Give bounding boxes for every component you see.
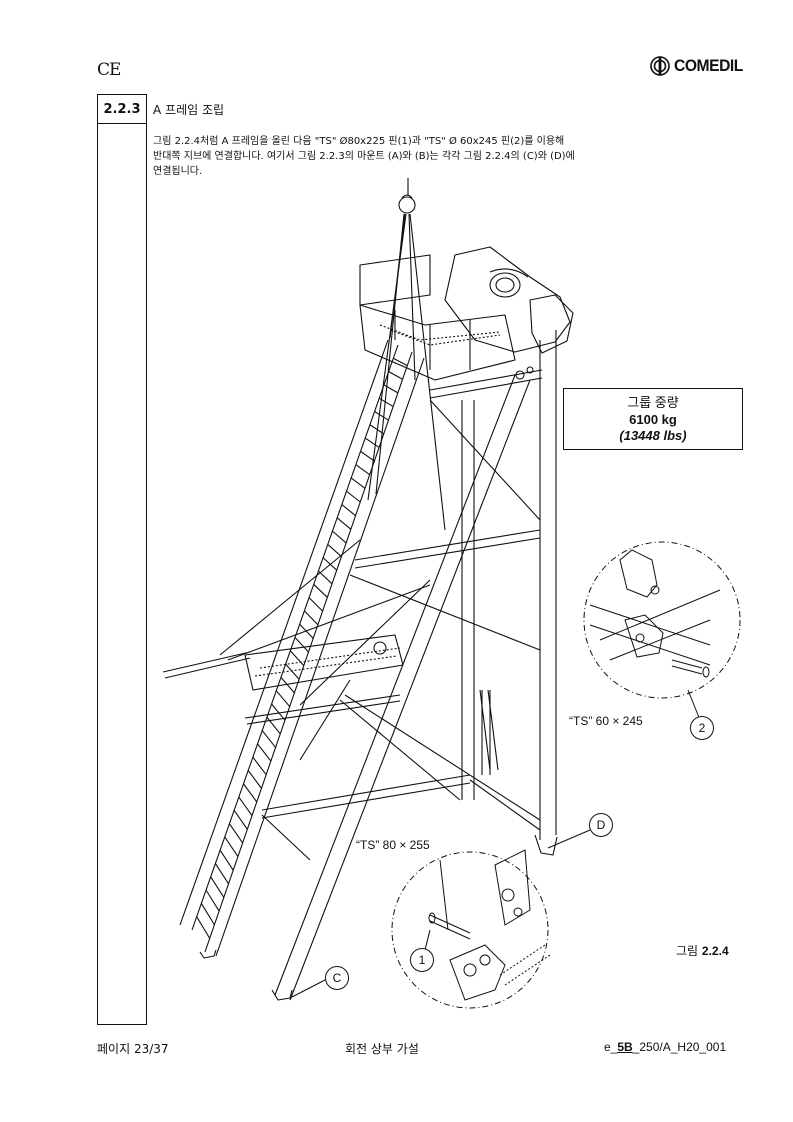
ladder-rung xyxy=(229,823,244,844)
side-ladder xyxy=(481,690,491,775)
body-line: 그림 2.2.4처럼 A 프레임을 올린 다음 "TS" Ø80x225 핀(1… xyxy=(153,136,565,147)
ladder-rung xyxy=(219,849,234,871)
a-frame-leg-rear xyxy=(534,330,558,856)
group-weight-box: 그룹 중량 6100 kg (13448 lbs) xyxy=(563,388,743,450)
figure-caption-prefix: 그림 xyxy=(676,944,699,958)
ladder-rung xyxy=(378,397,394,408)
brand-logo: COMEDIL xyxy=(650,52,749,80)
callout-ts60-pin: “TS” 60 × 245 xyxy=(569,714,643,728)
ladder-rung xyxy=(388,371,403,380)
ladder-rung xyxy=(289,650,305,667)
ladder-rung xyxy=(303,610,319,626)
crane-hook-icon xyxy=(367,178,446,531)
detail-view-ts80 xyxy=(391,849,551,1009)
jib-ladder xyxy=(179,339,425,959)
a-frame-head xyxy=(444,246,574,380)
ladder-rung xyxy=(383,384,399,394)
marker-c: C xyxy=(325,966,349,990)
weight-lbs: (13448 lbs) xyxy=(619,428,687,443)
detail-view-ts60 xyxy=(583,541,741,721)
ladder-rung xyxy=(275,690,291,707)
ladder-rung xyxy=(214,863,229,885)
ladder-rung xyxy=(205,889,220,912)
ladder-rung xyxy=(355,464,370,476)
ladder-rung xyxy=(350,477,366,489)
ladder-rung xyxy=(196,916,211,939)
ladder-rung xyxy=(210,876,225,898)
ladder-rung xyxy=(322,557,338,571)
weight-kg: 6100 kg xyxy=(629,412,677,427)
ladder-rung xyxy=(261,730,276,748)
ladder-rung xyxy=(294,637,309,653)
brand-name: COMEDIL xyxy=(674,56,743,75)
ladder-rung xyxy=(346,490,361,503)
comedil-logo-icon xyxy=(650,56,670,76)
ce-mark: CE xyxy=(97,60,121,80)
ladder-rung xyxy=(360,450,375,462)
footer-page-number: 23/37 xyxy=(133,1042,169,1056)
section-title: A 프레임 조립 xyxy=(153,103,225,117)
marker-1: 1 xyxy=(410,948,434,972)
ladder-rung xyxy=(332,530,347,544)
ladder-rung xyxy=(224,836,239,857)
ladder-rung xyxy=(280,677,295,694)
ladder-rung xyxy=(200,903,215,926)
walkway-platform xyxy=(162,539,431,725)
ladder-rung xyxy=(266,716,281,735)
footer-title: 회전 상부 가설 xyxy=(345,1042,419,1056)
ladder-rung xyxy=(336,517,352,530)
section-number: 2.2.3 xyxy=(97,94,147,124)
a-frame-leg-front xyxy=(271,374,531,1001)
callout-ts80-pin: “TS” 80 × 255 xyxy=(356,838,430,852)
footer-doc-code: e_5B_250/A_H20_001 xyxy=(604,1040,727,1054)
upper-platform xyxy=(359,254,516,381)
ladder-rung xyxy=(374,411,389,421)
ladder-rung xyxy=(393,357,408,367)
marker-d: D xyxy=(589,813,613,837)
footer-page: 페이지 23/37 xyxy=(97,1040,169,1057)
section-body: 그림 2.2.4처럼 A 프레임을 올린 다음 "TS" Ø80x225 핀(1… xyxy=(153,134,713,179)
figure-caption-number: 2.2.4 xyxy=(701,944,729,958)
ladder-rung xyxy=(285,663,300,680)
weight-label: 그룹 중량 xyxy=(627,395,679,410)
ladder-rung xyxy=(252,756,267,776)
ladder-rung xyxy=(257,743,272,762)
marker-2: 2 xyxy=(690,716,714,740)
ladder-rung xyxy=(313,583,328,598)
ladder-rung xyxy=(327,544,342,557)
ladder-rung xyxy=(233,810,248,830)
footer-page-label: 페이지 xyxy=(97,1042,131,1056)
body-line: 반대쪽 지브에 연결합니다. 여기서 그림 2.2.3의 마운트 (A)와 (B… xyxy=(153,151,575,162)
tower-frame xyxy=(261,369,543,861)
figure-caption: 그림 2.2.4 xyxy=(676,942,729,959)
ladder-rung xyxy=(341,504,356,517)
ladder-rung xyxy=(271,703,286,721)
ladder-rung xyxy=(243,783,258,803)
ladder-rung xyxy=(364,437,380,448)
ladder-rung xyxy=(369,424,385,435)
body-line: 연결됩니다. xyxy=(153,166,203,177)
ladder-rung xyxy=(308,597,324,612)
ladder-rung xyxy=(247,770,262,789)
ladder-rung xyxy=(238,796,253,816)
ladder-rung xyxy=(318,570,333,585)
